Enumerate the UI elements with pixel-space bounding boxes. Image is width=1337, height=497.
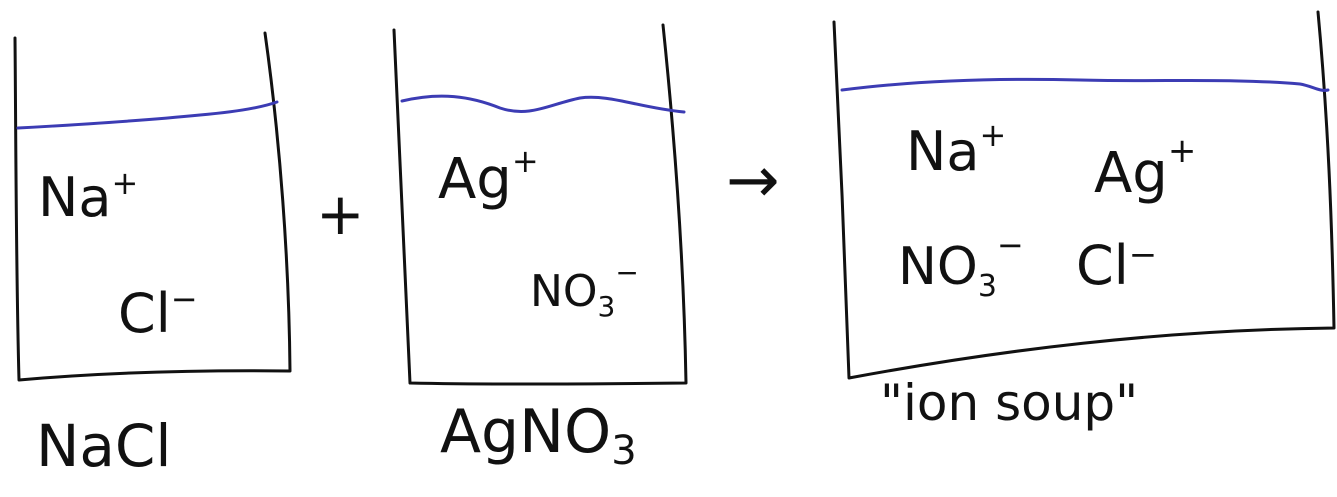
beaker-mixture-water-line [840,77,1330,92]
reaction-arrow: → [726,144,780,218]
ion-cl-minus: Cl− [118,280,198,345]
beaker-mixture-outline [832,10,1336,380]
beaker-nacl: Na+ Cl− NaCl [13,31,292,480]
ion-cl-minus-mix: Cl− [1076,234,1157,297]
beaker-agno3-water-line [400,94,686,114]
caption-ion-soup: "ion soup" [880,374,1138,432]
ion-ag-plus-mix: Ag+ [1094,131,1196,206]
beaker-nacl-water-line [16,100,279,130]
beaker-agno3-outline [392,23,688,386]
ion-no3-minus: NO3− [530,256,639,323]
ion-na-plus: Na+ [38,164,138,229]
caption-agno3: AgNO3 [440,397,637,474]
beaker-mixture: Na+ Ag+ NO3− Cl− "ion soup" [832,10,1336,432]
ion-ag-plus: Ag+ [438,142,539,212]
beaker-nacl-outline [13,31,292,382]
ion-na-plus-mix: Na+ [906,116,1006,183]
caption-nacl: NaCl [36,412,172,480]
plus-sign: + [316,180,365,248]
beaker-agno3: Ag+ NO3− AgNO3 [392,23,688,474]
ion-no3-minus-mix: NO3− [898,226,1024,304]
